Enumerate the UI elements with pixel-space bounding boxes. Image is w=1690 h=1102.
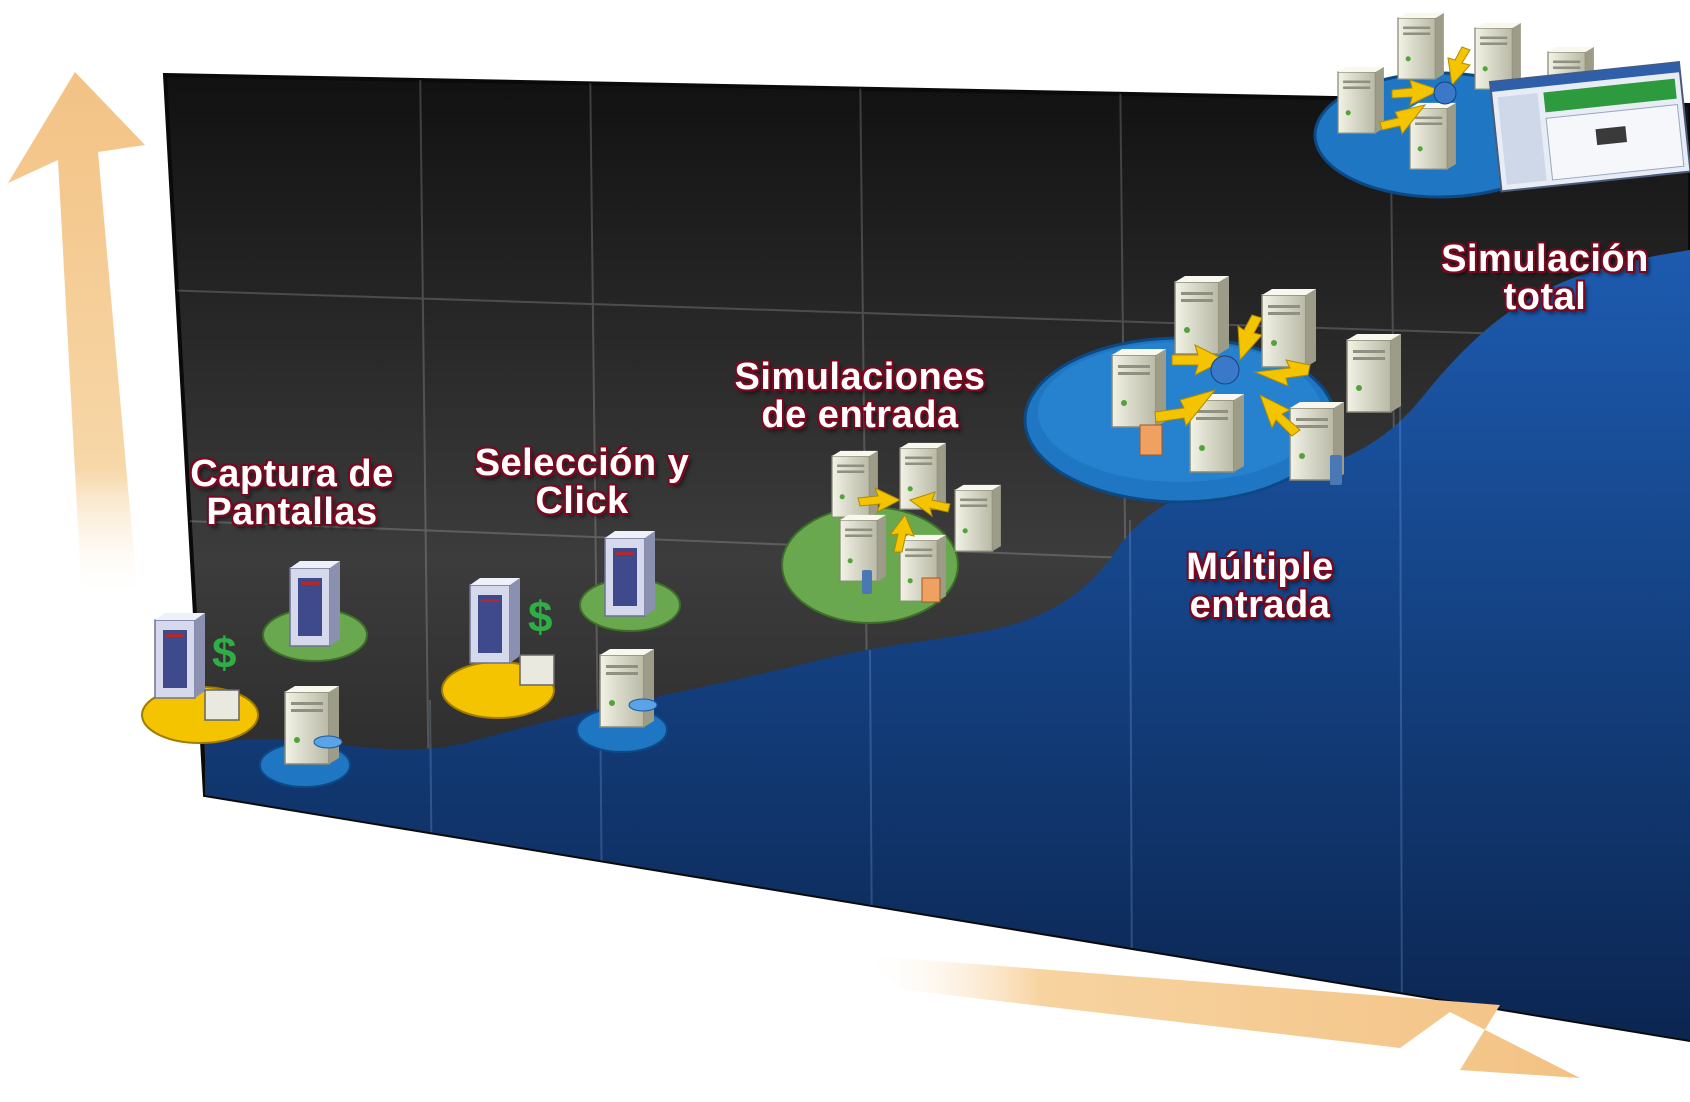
stage-label-line1: Selección y	[474, 442, 690, 484]
server-icon	[599, 648, 655, 728]
mainframe-icon	[469, 577, 521, 664]
stage-label-line1: Múltiple	[1186, 546, 1334, 588]
workstation-icon	[519, 654, 555, 686]
globe-icon	[1210, 355, 1240, 385]
stage-label-line2: de entrada	[761, 394, 959, 436]
stage-label-line1: Simulación	[1441, 238, 1649, 280]
horizontal-axis-arrow	[860, 955, 1580, 1078]
stage-label-seleccion: Selección y Click	[472, 444, 692, 520]
stage-total-icons	[1313, 12, 1690, 199]
mobile-phone-icon	[1330, 455, 1342, 485]
vertical-axis-arrow	[8, 72, 145, 600]
stage-label-line2: entrada	[1189, 584, 1331, 626]
server-rack-icon	[604, 530, 656, 617]
stage-label-total: Simulación total	[1425, 240, 1665, 316]
stage-label-line2: total	[1503, 276, 1587, 318]
growth-curve-area	[205, 250, 1690, 1040]
stage-captura-icons: $	[141, 560, 368, 788]
server-icon	[284, 685, 340, 765]
document-icon	[1139, 424, 1163, 456]
flow-arrows	[857, 487, 951, 553]
globe-icon	[1433, 81, 1457, 105]
stage-label-multiple: Múltiple entrada	[1160, 548, 1360, 624]
workstation-icon	[204, 689, 240, 721]
dollar-icon: $	[212, 629, 236, 678]
stage-label-line1: Captura de	[190, 453, 394, 495]
server-rack-icon	[289, 560, 341, 647]
database-icon	[628, 698, 658, 712]
database-icon	[313, 735, 343, 749]
stage-label-line2: Click	[535, 480, 629, 522]
document-icon	[921, 577, 941, 603]
app-window-icon	[1488, 61, 1690, 193]
stage-seleccion-icons: $	[441, 530, 681, 753]
stage-label-captura: Captura de Pantallas	[182, 455, 402, 531]
stage-label-line2: Pantallas	[206, 491, 378, 533]
stage-label-simulaciones: Simulaciones de entrada	[720, 358, 1000, 434]
flow-arrows	[1154, 314, 1311, 437]
stage-multiple-icons	[1023, 275, 1402, 504]
mobile-phone-icon	[862, 570, 872, 594]
flow-arrows	[1379, 46, 1471, 136]
stage-label-line1: Simulaciones	[734, 356, 986, 398]
mainframe-icon	[154, 612, 206, 699]
stage-simulaciones-icons	[781, 442, 1002, 624]
dollar-icon: $	[528, 593, 552, 642]
